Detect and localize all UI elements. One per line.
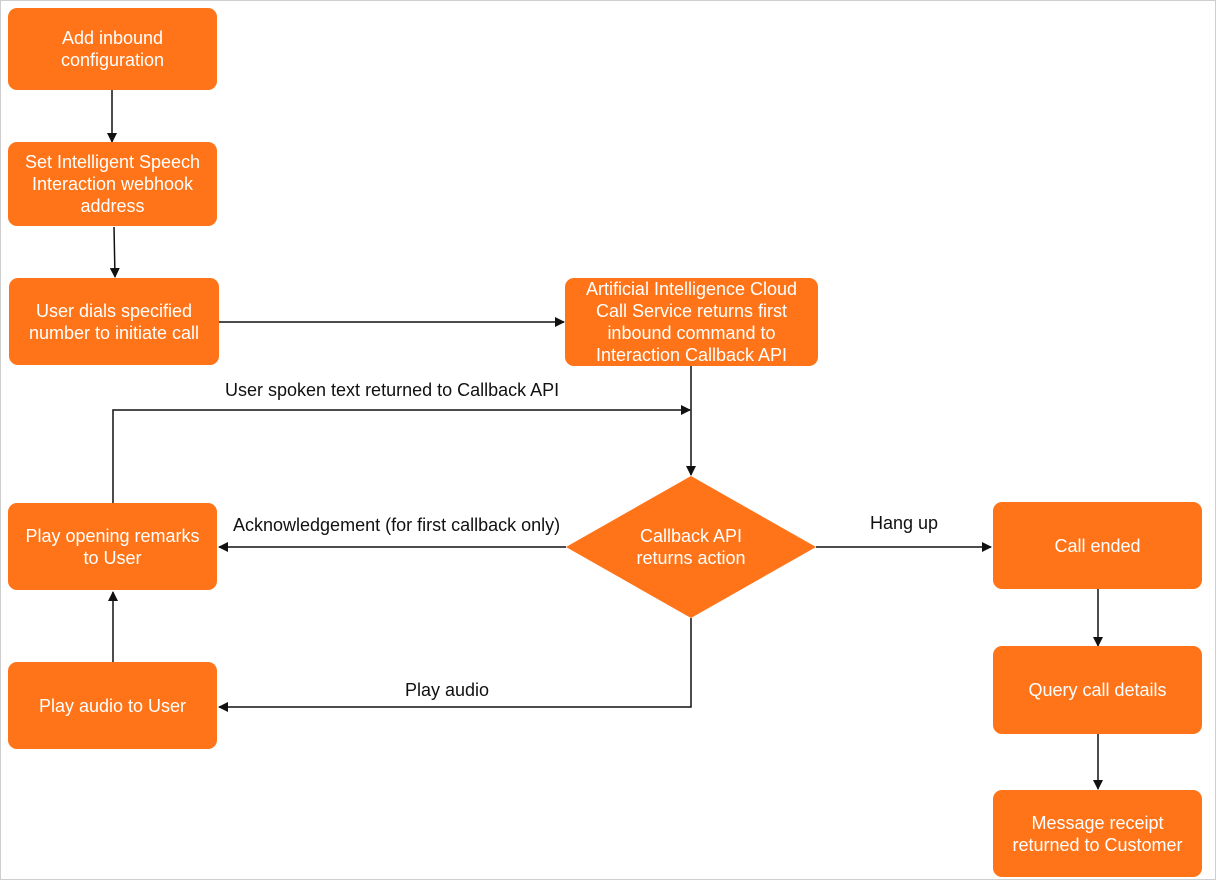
node-message-receipt: Message receipt returned to Customer <box>993 790 1202 877</box>
edge-label-play-audio: Play audio <box>405 680 490 700</box>
edge-callback-to-audio <box>218 618 692 712</box>
node-play-opening-label: Play opening remarks to User <box>25 525 200 568</box>
edge-label-user-spoken: User spoken text returned to Callback AP… <box>225 380 560 400</box>
node-call-ended-label: Call ended <box>1054 535 1141 556</box>
decision-diamond <box>566 476 816 618</box>
edge-label-acknowledgement: Acknowledgement (for first callback only… <box>233 515 561 535</box>
node-user-dials-label: User dials specified number to initiate … <box>28 300 200 343</box>
node-set-webhook-label: Set Intelligent Speech Interaction webho… <box>24 152 201 216</box>
edge-webhook-to-dials <box>109 226 120 278</box>
node-user-dials: User dials specified number to initiate … <box>9 278 219 365</box>
node-play-audio: Play audio to User <box>8 662 217 749</box>
node-query-details: Query call details <box>993 646 1202 734</box>
node-call-ended: Call ended <box>993 502 1202 589</box>
node-query-details-label: Query call details <box>1028 680 1167 700</box>
node-add-inbound-label: Add inbound configuration <box>60 28 165 70</box>
node-ai-returns: Artificial Intelligence Cloud Call Servi… <box>565 278 818 366</box>
node-message-receipt-label: Message receipt returned to Customer <box>1012 812 1183 855</box>
edge-label-hang-up: Hang up <box>870 513 939 533</box>
node-add-inbound: Add inbound configuration <box>8 8 217 90</box>
node-set-webhook: Set Intelligent Speech Interaction webho… <box>8 142 217 226</box>
node-callback-action: Callback API returns action <box>591 521 791 573</box>
node-ai-returns-label: Artificial Intelligence Cloud Call Servi… <box>585 279 798 365</box>
node-play-opening: Play opening remarks to User <box>8 503 217 590</box>
node-play-audio-label: Play audio to User <box>38 695 187 716</box>
node-callback-action-label: Callback API returns action <box>636 526 746 568</box>
edge-opening-to-callback <box>112 405 691 503</box>
